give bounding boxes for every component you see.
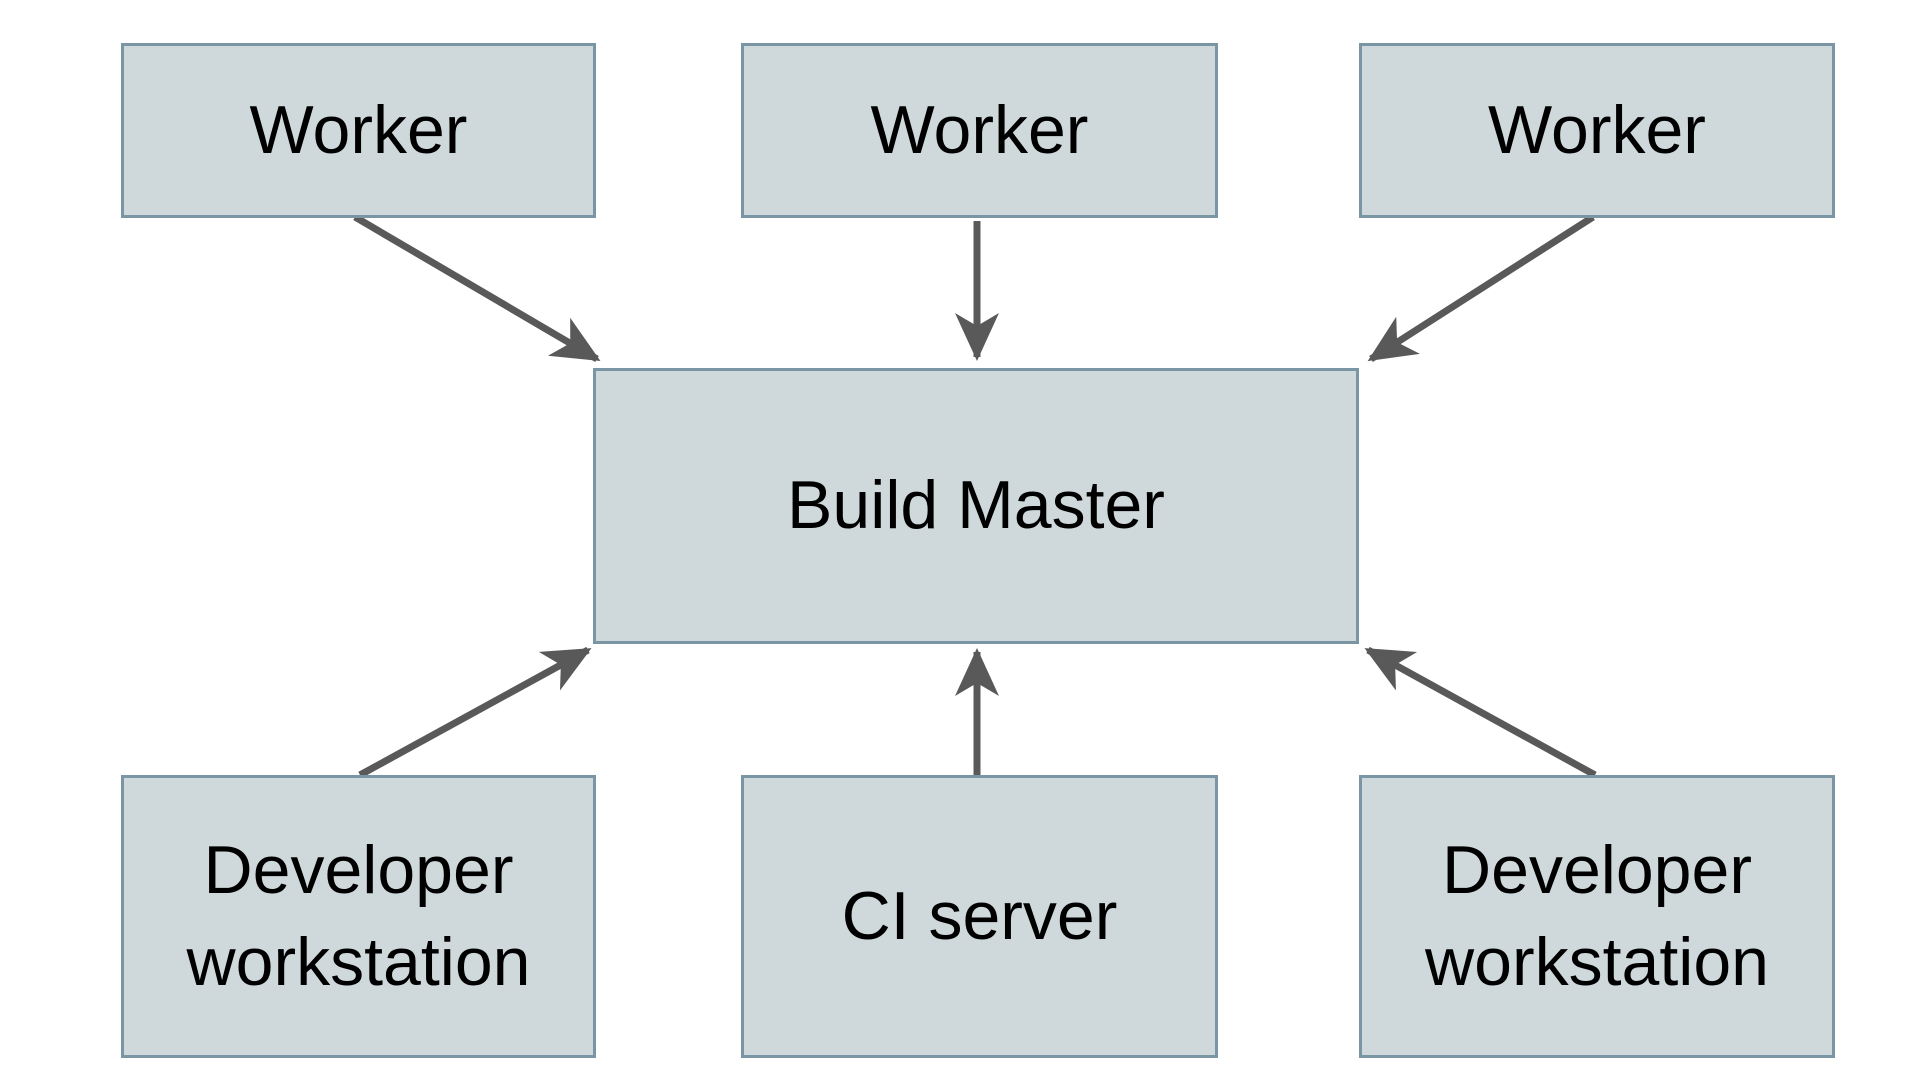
node-dev-workstation-1: Developer workstation [121,775,596,1058]
node-build-master: Build Master [593,368,1359,644]
arrow-dev-workstation-2-to-build-master [1364,646,1597,779]
node-worker-1: Worker [121,43,596,218]
node-dev-workstation-1-label: Developer workstation [186,831,531,1000]
node-dev-workstation-2: Developer workstation [1359,775,1835,1058]
node-worker-3-label: Worker [1488,91,1706,168]
arrow-worker-1-to-build-master [353,213,601,363]
node-worker-1-label: Worker [249,91,468,168]
node-worker-2: Worker [741,43,1218,218]
arrow-dev-workstation-1-to-build-master [358,646,592,779]
node-worker-3: Worker [1359,43,1835,218]
node-worker-2-label: Worker [870,91,1089,168]
arrow-worker-3-to-build-master [1367,214,1595,362]
node-dev-workstation-2-label: Developer workstation [1425,831,1769,1000]
node-ci-server: CI server [741,775,1218,1058]
node-ci-server-label: CI server [841,877,1118,954]
node-build-master-label: Build Master [787,467,1165,544]
